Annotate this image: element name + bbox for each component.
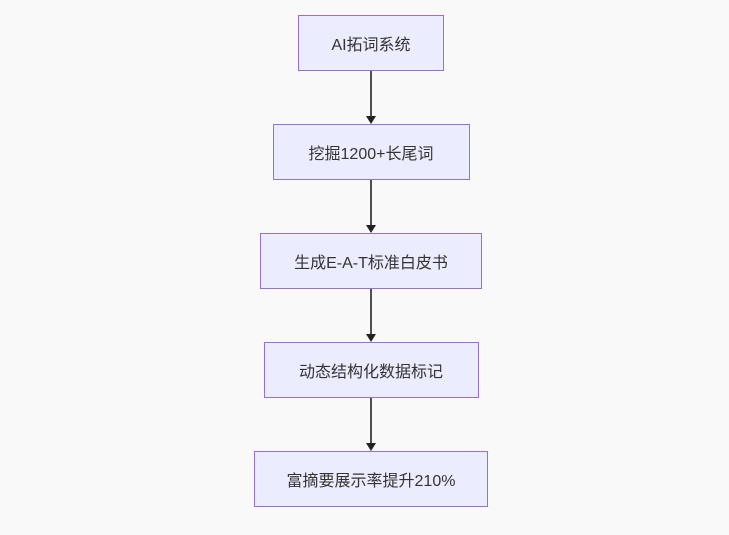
arrow-line: [370, 71, 372, 117]
flow-edge-2: [366, 180, 376, 233]
flow-edge-3: [366, 289, 376, 342]
flowchart-node-rich-snippet-result: 富摘要展示率提升210%: [254, 451, 488, 507]
flow-edge-4: [366, 398, 376, 451]
arrow-line: [370, 398, 372, 444]
arrow-down-icon: [366, 443, 376, 451]
flowchart-node-eat-whitepaper: 生成E-A-T标准白皮书: [260, 233, 482, 289]
arrow-line: [370, 180, 372, 226]
flowchart-node-structured-data-markup: 动态结构化数据标记: [263, 342, 479, 398]
arrow-down-icon: [366, 116, 376, 124]
flowchart-node-ai-word-expansion: AI拓词系统: [298, 15, 444, 71]
flowchart-node-longtail-mining: 挖掘1200+长尾词: [272, 124, 470, 180]
flow-edge-1: [366, 71, 376, 124]
arrow-line: [370, 289, 372, 335]
arrow-down-icon: [366, 334, 376, 342]
flowchart: AI拓词系统 挖掘1200+长尾词 生成E-A-T标准白皮书 动态结构化数据标记…: [254, 15, 488, 507]
arrow-down-icon: [366, 225, 376, 233]
